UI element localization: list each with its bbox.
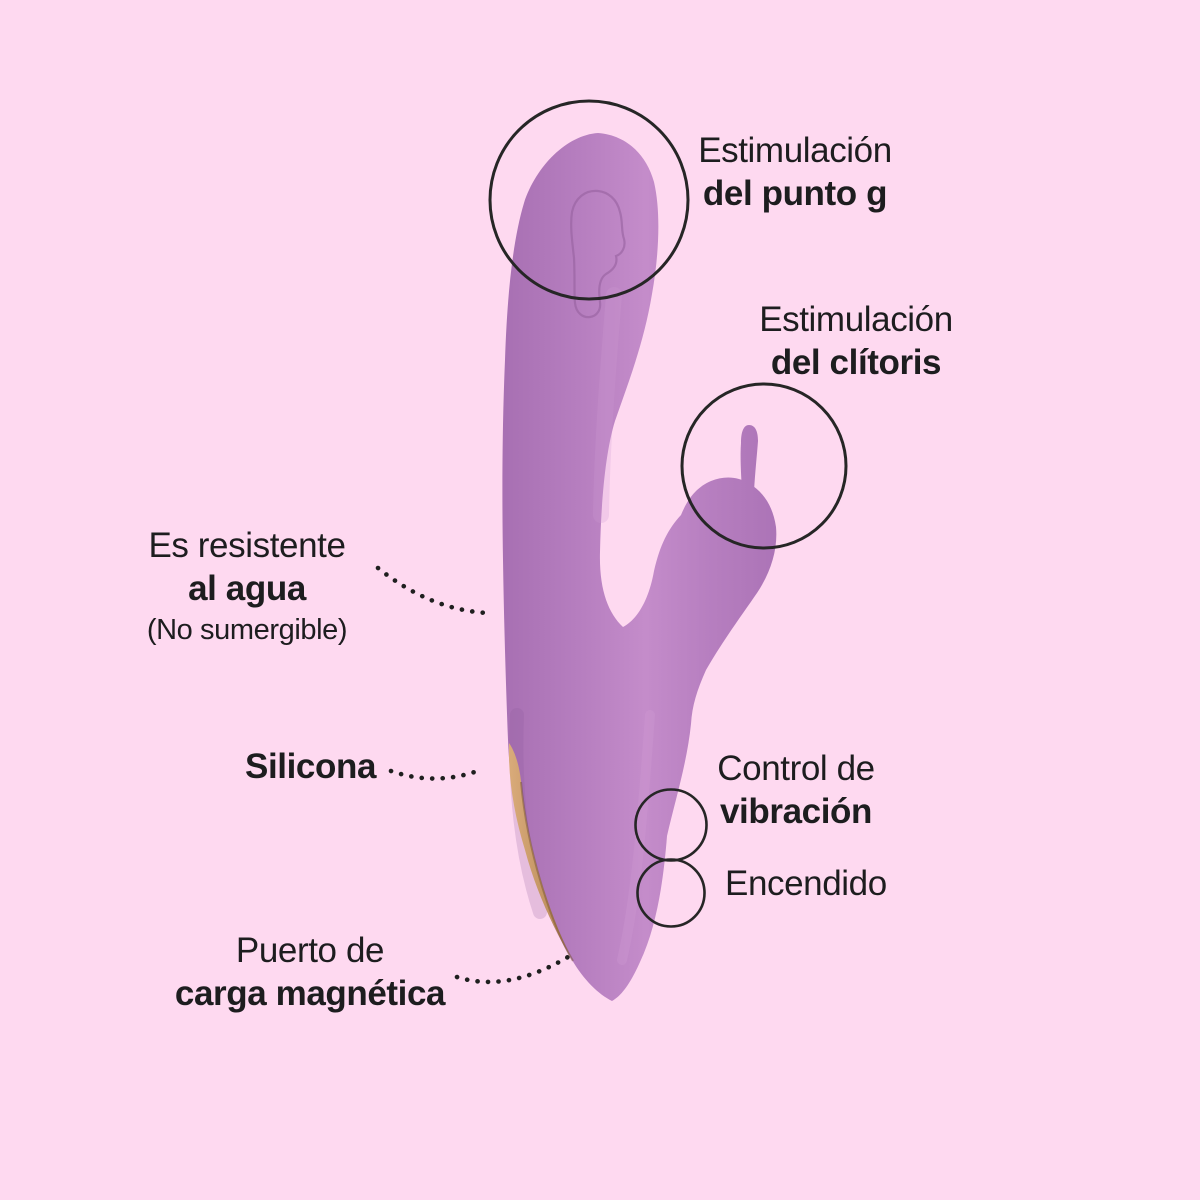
- label-clitoral-line2: del clítoris: [770, 343, 942, 382]
- label-gspot-line1: Estimulación: [698, 131, 892, 170]
- annotation-circle-power-button: [636, 858, 706, 928]
- label-gspot-stimulation: Estimulación del punto g: [595, 129, 995, 215]
- label-vibration-line1: Control de: [717, 749, 875, 788]
- label-vibration-control: Control de vibración: [596, 747, 996, 833]
- label-water-line2: al agua: [188, 569, 306, 608]
- label-water-line3: (No sumergible): [146, 614, 348, 646]
- label-magnetic-charging-port: Puerto de carga magnética: [110, 929, 510, 1015]
- label-water-line1: Es resistente: [148, 526, 346, 565]
- dotted-line-silicone: [388, 766, 486, 781]
- annotation-circle-gspot-tip: [488, 99, 690, 301]
- product-body: [502, 133, 777, 1001]
- charging-port-inner-edge: [520, 781, 574, 962]
- label-charging-line2: carga magnética: [174, 974, 446, 1013]
- label-silicone: Silicona: [245, 747, 377, 786]
- label-power: Encendido: [725, 864, 887, 903]
- label-water-resistant: Es resistente al agua (No sumergible): [47, 524, 447, 650]
- label-charging-line1: Puerto de: [235, 931, 385, 970]
- dotted-line-charging-port: [454, 954, 571, 985]
- annotation-circle-clitoral-arm: [680, 382, 848, 550]
- label-clitoral-line1: Estimulación: [759, 300, 953, 339]
- gspot-emboss-line: [570, 189, 626, 319]
- dotted-line-water-resistant: [375, 565, 491, 616]
- label-clitoral-stimulation: Estimulación del clítoris: [656, 298, 1056, 384]
- clitoral-arm-antenna-tip: [740, 425, 758, 496]
- label-gspot-line2: del punto g: [702, 174, 888, 213]
- charging-port-strip: [508, 743, 573, 961]
- label-vibration-line2: vibración: [719, 792, 872, 831]
- body-highlight-upper: [593, 287, 622, 523]
